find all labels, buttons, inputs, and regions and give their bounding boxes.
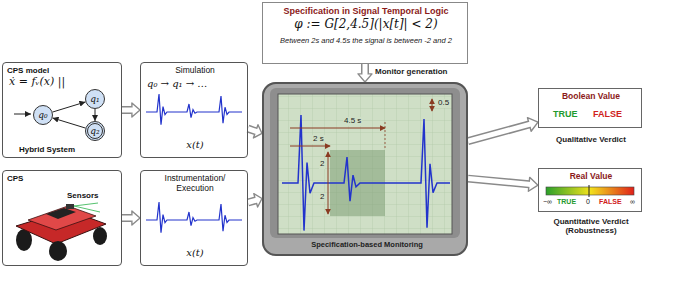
screen-bezel	[270, 88, 460, 238]
false-value: FALSE	[599, 198, 627, 206]
model-box: CPS modelẋ = fᵥ(x) || Hybrid System q₀ q₁ q₂	[2, 62, 122, 158]
true-value: TRUE	[557, 198, 581, 206]
box-title: CPS model	[7, 66, 87, 75]
robot-deck	[28, 206, 96, 230]
sensor-ray	[74, 203, 98, 206]
dimension-arrow	[328, 183, 329, 214]
dimension-arrow	[328, 152, 329, 183]
verdict-box: Real Value−∞TRUE0FALSE∞Quantitative Verd…	[538, 168, 642, 212]
edge-label: Monitor generation	[374, 68, 448, 77]
screen	[278, 94, 452, 234]
state-circle: q₂	[85, 121, 105, 141]
sensor-ray	[74, 206, 100, 212]
flow-arrow	[468, 177, 538, 191]
box-caption: Hybrid System	[19, 145, 109, 154]
verdict-title: Real Value	[541, 172, 641, 182]
transition-line	[95, 109, 96, 121]
arrow-core	[122, 108, 134, 113]
initial-arrow	[14, 114, 31, 115]
arrow-core	[248, 129, 258, 132]
verdict-title: Boolean Value	[541, 92, 641, 102]
process-box: Instrumentation/ Execution x(t)	[140, 170, 248, 266]
dimension-label: 2	[319, 193, 325, 202]
transition-arrow	[95, 109, 96, 121]
verdict-caption: Qualitative Verdict	[529, 135, 653, 144]
state-circle: q₁	[85, 89, 105, 109]
state-circle: q₀	[33, 105, 53, 125]
robot-wheel	[93, 227, 107, 245]
flow-arrow	[248, 125, 262, 138]
signal-trace	[282, 115, 450, 231]
monitor-box: Specification-based Monitoring	[262, 82, 468, 256]
part-label: Sensors	[67, 191, 119, 200]
scale-end: ∞	[630, 198, 642, 206]
robot-illustration	[16, 203, 107, 261]
equation: ẋ = fᵥ(x) ||	[9, 76, 83, 89]
arrow-core	[363, 64, 368, 76]
dimension-tick	[385, 122, 386, 150]
box-title: Simulation	[145, 66, 245, 76]
spec-box: Specification in Signal Temporal Logic φ …	[262, 2, 468, 64]
state-sequence: q₀ → q₁ → …	[147, 78, 243, 90]
dimension-arrow	[290, 128, 385, 129]
true-value: TRUE	[553, 109, 587, 119]
dimension-arrow	[290, 146, 330, 147]
verdict-caption: Quantitative Verdict (Robustness)	[529, 217, 653, 235]
arrow-core	[122, 216, 134, 221]
arrow-core	[468, 124, 531, 141]
process-box: Simulation q₀ → q₁ → … x(t)	[140, 62, 248, 158]
state-label: q₂	[90, 127, 99, 136]
monitor-body	[262, 82, 468, 256]
monitor-caption: Specification-based Monitoring	[274, 241, 460, 250]
flow-arrow	[122, 103, 140, 117]
robot-wheel	[49, 241, 67, 261]
flow-arrow	[248, 194, 262, 207]
robot-sensor	[66, 204, 74, 209]
dimension-arrow	[432, 99, 433, 111]
verdict-box: Boolean ValueTRUEFALSEQualitative Verdic…	[538, 88, 642, 128]
arrow-core	[468, 179, 531, 185]
state-label: q₁	[90, 95, 99, 104]
zero-tick	[589, 185, 590, 197]
signal-name: x(t)	[145, 139, 245, 151]
spec-note: Between 2s and 4.5s the signal is betwee…	[271, 37, 461, 46]
transition-arrow	[53, 118, 86, 128]
false-value: FALSE	[593, 109, 633, 119]
arrow-core	[248, 200, 258, 203]
screen-grid	[278, 94, 452, 234]
dimension-label: 2 s	[312, 135, 325, 144]
dimension-label: 4.5 s	[343, 117, 362, 126]
spec-title: Specification in Signal Temporal Logic	[267, 6, 465, 16]
scale-zero: 0	[586, 198, 594, 206]
state-label: q₀	[38, 111, 47, 120]
formula: φ := G[2,4.5](|x[t]| < 2)	[267, 18, 465, 32]
box-title: Instrumentation/ Execution	[145, 174, 245, 194]
signal-trace	[146, 202, 242, 233]
flow-arrow	[122, 211, 140, 225]
robot-panel	[46, 208, 76, 219]
cps-box: CPS Sensors	[2, 170, 122, 266]
transition-line	[53, 118, 86, 128]
transition-line	[53, 102, 86, 112]
flow-arrow	[468, 118, 538, 141]
dimension-label: 2	[319, 160, 325, 169]
scale-end: −∞	[543, 198, 555, 206]
transition-arrow	[53, 102, 86, 112]
signal-trace	[146, 94, 242, 125]
dimension-label: 0.5	[437, 99, 450, 108]
flow-arrow	[358, 64, 372, 82]
box-title: CPS	[7, 174, 47, 183]
robustness-bar	[546, 187, 634, 195]
signal-name: x(t)	[145, 247, 245, 259]
